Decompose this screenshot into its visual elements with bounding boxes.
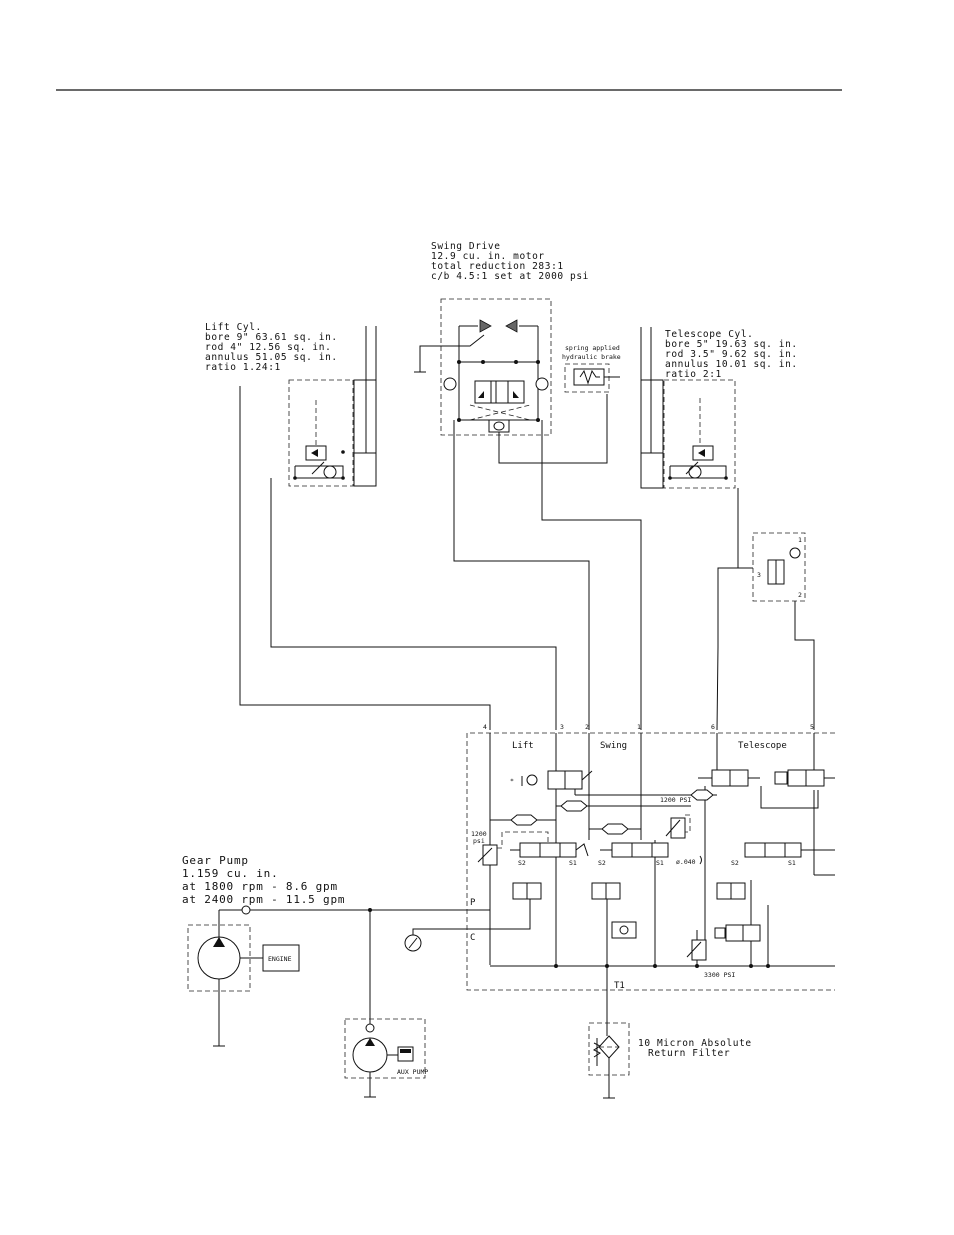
aux-pump-check	[365, 1023, 375, 1033]
swing-s2: S2	[598, 859, 606, 867]
relief-1200-left-a: 1200	[471, 830, 487, 838]
pump-outlet-check	[241, 905, 251, 915]
relief-valve-1200-left	[482, 844, 498, 866]
valve-bank: 4 3 2 1 6 5 Lift Swing Telescope	[466, 723, 835, 1010]
gear-pump-title: Gear Pump	[182, 854, 249, 867]
brake-label-line2: hydraulic brake	[562, 353, 621, 361]
swing-spool	[611, 842, 633, 858]
swing-drive-reduction: total reduction 283:1	[431, 261, 564, 272]
section-swing: Swing	[600, 741, 627, 751]
telescope-s1: S1	[788, 859, 796, 867]
aux-pump-housing	[344, 1018, 426, 1079]
swing-s1: S1	[656, 859, 664, 867]
telescope-spool	[744, 842, 766, 858]
relief-1200-right: 1200 PSI	[660, 796, 691, 804]
port-p: P	[470, 898, 476, 908]
section-telescope: Telescope	[738, 741, 787, 751]
telescope-cylinder-barrel	[640, 379, 664, 489]
lift-cyl-bore: bore 9" 63.61 sq. in.	[205, 332, 338, 343]
check-block-port-2: 2	[798, 591, 802, 599]
aux-pump-block: AUX PUMP	[344, 1018, 428, 1098]
telescope-cyl-title: Telescope Cyl.	[665, 329, 753, 340]
swing-check-left	[443, 377, 457, 391]
hydraulic-brake: spring applied hydraulic brake	[562, 344, 621, 393]
port-5: 5	[810, 723, 814, 731]
telescope-s2: S2	[731, 859, 739, 867]
gear-pump-1800: at 1800 rpm - 8.6 gpm	[182, 880, 338, 893]
lift-cyl-ratio: ratio 1.24:1	[205, 362, 281, 373]
port-4: 4	[483, 723, 487, 731]
valve-bank-outline	[466, 732, 835, 991]
relief-3300: 3300 PSI	[704, 971, 735, 979]
lift-s1: S1	[569, 859, 577, 867]
swing-drive-motor: 12.9 cu. in. motor	[431, 251, 545, 262]
telescope-check-valve	[688, 465, 702, 479]
check-valve-block: 1 2 3	[752, 532, 806, 602]
telescope-cyl-rod: rod 3.5" 9.62 sq. in.	[665, 349, 798, 360]
brake-housing	[564, 363, 610, 393]
port-t1: T1	[614, 981, 625, 991]
lift-s2: S2	[518, 859, 526, 867]
check-block-housing	[752, 532, 806, 602]
hydraulic-lines	[239, 386, 815, 1024]
port-2: 2	[585, 723, 589, 731]
swing-drive-housing	[440, 298, 552, 436]
swing-drive-title: Swing Drive	[431, 241, 501, 252]
port-c: C	[470, 933, 475, 943]
lift-check-valve	[323, 465, 337, 479]
port-3: 3	[560, 723, 564, 731]
relief-valve-1200-right	[670, 817, 686, 839]
brake-label-line1: spring applied	[565, 344, 620, 352]
swing-motor-arrow-right	[505, 319, 518, 333]
telescope-cylinder-block: Telescope Cyl. bore 5" 19.63 sq. in. rod…	[640, 327, 798, 489]
section-lift: Lift	[512, 741, 534, 751]
lift-cb-valve-housing	[288, 379, 354, 487]
port-1: 1	[637, 723, 641, 731]
lift-cyl-rod: rod 4" 12.56 sq. in.	[205, 342, 331, 353]
lift-cylinder-barrel	[353, 379, 377, 487]
lift-cylinder-block: Lift Cyl. bore 9" 63.61 sq. in. rod 4" 1…	[205, 322, 377, 487]
gear-pump-block: Gear Pump 1.159 cu. in. at 1800 rpm - 8.…	[182, 854, 422, 1047]
swing-motor-arrow-left	[479, 319, 492, 333]
swing-cb-valve-left	[474, 380, 492, 404]
gear-pump-displacement: 1.159 cu. in.	[182, 867, 279, 880]
telescope-cb-valve-housing	[663, 379, 736, 489]
relief-1200-left-b: psi	[473, 837, 485, 845]
swing-check-right	[535, 377, 549, 391]
lift-cyl-title: Lift Cyl.	[205, 322, 262, 333]
gear-pump-2400: at 2400 rpm - 11.5 gpm	[182, 893, 345, 906]
aux-pump-label: AUX PUMP	[397, 1068, 428, 1076]
swing-drive-counterbalance: c/b 4.5:1 set at 2000 psi	[431, 271, 589, 282]
telescope-cyl-annulus: annulus 10.01 sq. in.	[665, 359, 798, 370]
check-block-port-3: 3	[757, 571, 761, 579]
telescope-cyl-bore: bore 5" 19.63 sq. in.	[665, 339, 798, 350]
port-6: 6	[711, 723, 715, 731]
check-block-port-1: 1	[798, 536, 802, 544]
svg-text:*: *	[510, 777, 514, 785]
lift-spool-s2	[519, 842, 541, 858]
relief-valve-3300	[691, 939, 707, 961]
swing-drive: Swing Drive 12.9 cu. in. motor total red…	[414, 241, 608, 464]
engine-box	[262, 944, 300, 972]
swing-cb-valve-right	[507, 380, 525, 404]
orifice-label: ø.040	[676, 858, 696, 866]
filter-label-line2: Return Filter	[648, 1048, 730, 1059]
telescope-cyl-ratio: ratio 2:1	[665, 369, 722, 380]
filter-label-line1: 10 Micron Absolute	[638, 1038, 752, 1049]
return-filter-block: 10 Micron Absolute Return Filter	[588, 1010, 752, 1099]
lift-cyl-annulus: annulus 51.05 sq. in.	[205, 352, 338, 363]
engine-label: ENGINE	[268, 955, 292, 963]
